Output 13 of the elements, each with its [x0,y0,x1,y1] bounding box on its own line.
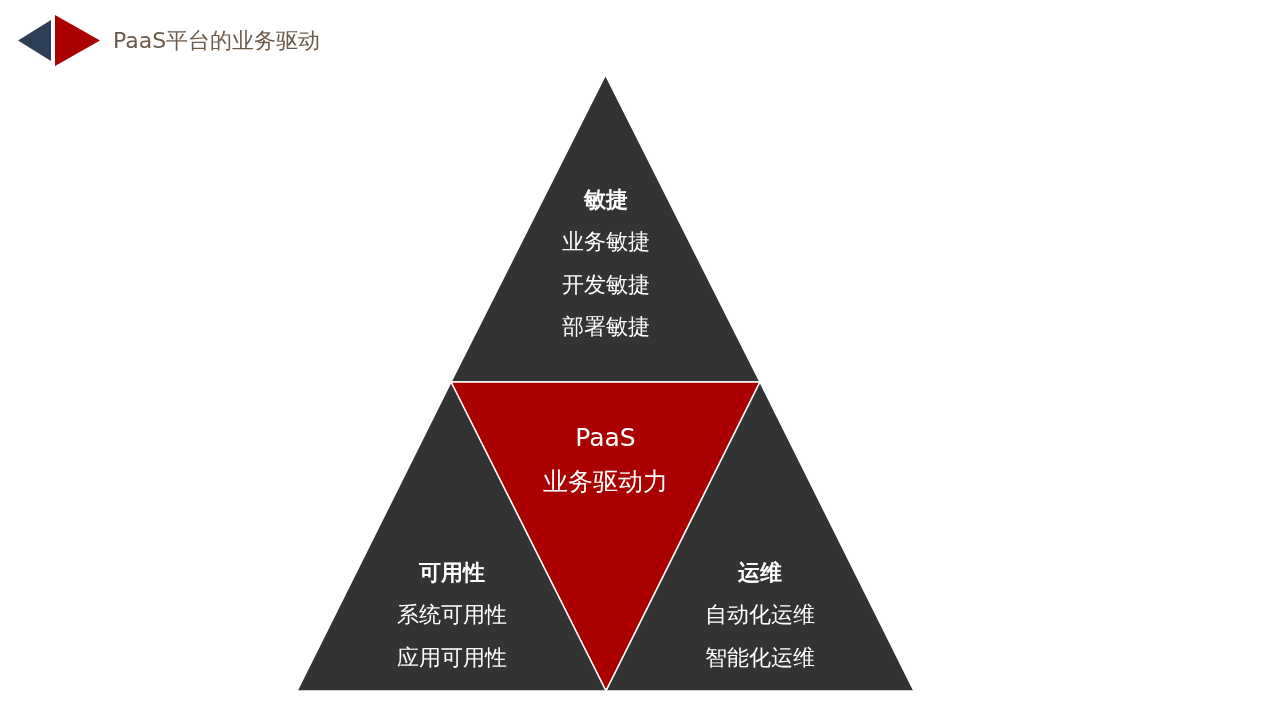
section-heading: 敏捷 [583,186,628,214]
list-item: 业务敏捷 [561,228,650,256]
slide-title: PaaS平台的业务驱动 [113,27,321,55]
list-item: 智能化运维 [705,644,815,672]
center-subtitle: 业务驱动力 [543,466,668,498]
list-item: 自动化运维 [705,601,815,629]
list-item: 系统可用性 [396,601,507,629]
center-title: PaaS [575,422,636,454]
list-item: 开发敏捷 [561,271,650,299]
list-item: 应用可用性 [396,644,507,672]
section-heading: 运维 [738,559,782,587]
section-heading: 可用性 [418,559,485,587]
list-item: 部署敏捷 [561,313,650,341]
